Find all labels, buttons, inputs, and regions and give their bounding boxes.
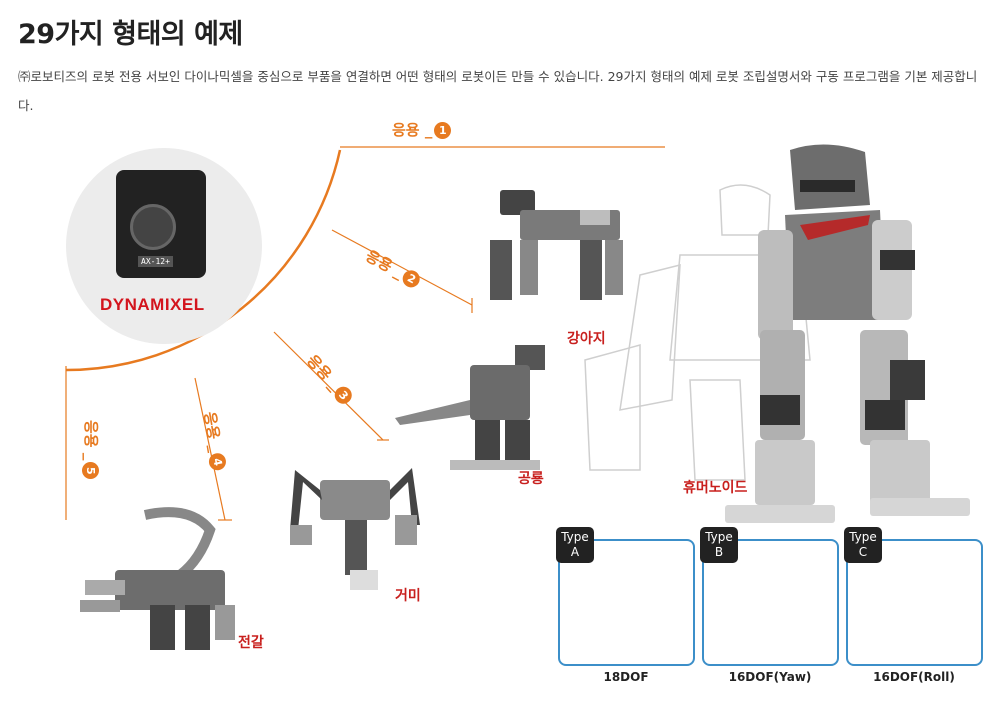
servo-image: AX-12+ [116,170,206,278]
page-title: 29가지 형태의 예제 [18,19,243,50]
page-description: ㈜로보티즈의 로봇 전용 서보인 다이나믹셀을 중심으로 부품을 연결하면 어떤… [18,69,978,113]
scorpion-robot-image [80,507,235,650]
dinosaur-robot-image [395,345,545,470]
spoke-2 [331,229,473,306]
type-a-dof: 18DOF [603,670,649,684]
spider-robot-image [290,468,420,590]
label-dinosaur: 공룡 [518,471,544,487]
spoke-3 [273,331,384,441]
application-label-5: 응용 _5 [81,420,102,480]
servo-label: AX-12+ [138,256,173,267]
spoke-4 [194,377,226,521]
label-humanoid: 휴머노이드 [683,480,748,496]
application-arc [65,149,342,372]
label-dog: 강아지 [567,331,606,347]
dog-robot-image [490,190,623,300]
label-spider: 거미 [395,588,421,604]
dynamixel-logo: DYNAMIXEL [100,295,205,314]
application-label-1: 응용 _1 [392,119,452,140]
label-scorpion: 전갈 [238,635,264,651]
humanoid-robot-image [725,144,970,523]
type-b-dof: 16DOF(Yaw) [728,670,812,684]
servo-horn [130,204,176,250]
type-c-dof: 16DOF(Roll) [873,670,955,684]
